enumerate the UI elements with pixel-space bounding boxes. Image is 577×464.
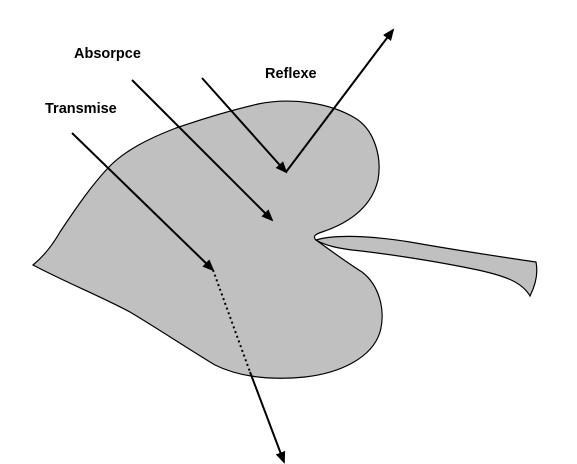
reflection-incoming-arrow [201,77,288,174]
absorption-arrow [131,79,274,222]
leaf-blade [31,100,383,379]
transmission-outgoing-arrow [249,371,286,464]
transmission-incoming-arrow [71,132,215,272]
transmission-label: Transmise [45,101,117,117]
absorption-label: Absorpce [74,46,141,62]
reflection-outgoing-arrow [285,28,395,173]
transmission-inner-path [212,269,251,373]
reflection-label: Reflexe [265,66,317,82]
leaf-stem [314,235,538,298]
